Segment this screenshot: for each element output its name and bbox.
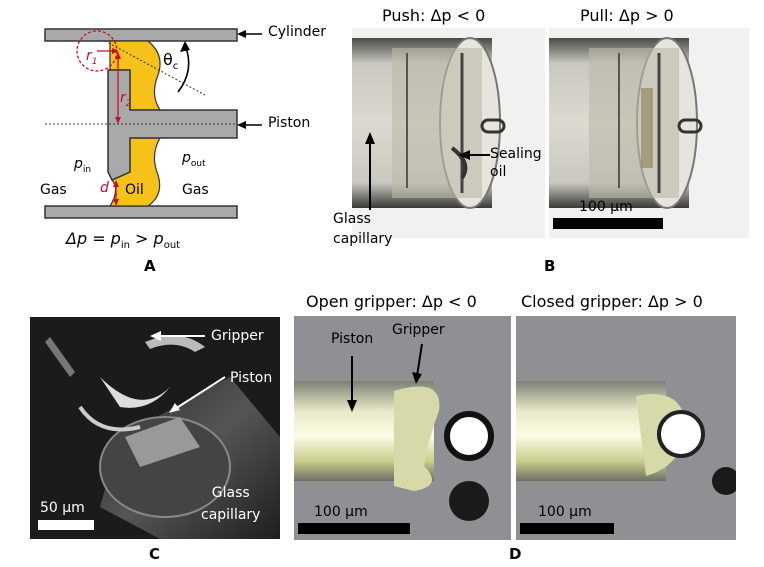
scale-bar-d-right-label: 100 μm <box>538 504 592 520</box>
panel-b-arrows <box>365 132 490 210</box>
scale-bar-d-left-label: 100 μm <box>314 504 368 520</box>
pressure-equation: Δp = pin > pout <box>66 229 181 252</box>
sealing-oil-label: Sealing oil <box>490 146 542 180</box>
glass-capillary-label-b: Glass capillary <box>333 211 393 247</box>
panel-letter-d: D <box>509 545 522 563</box>
panel-c-arrows <box>150 331 226 413</box>
open-gripper-title: Open gripper: Δp < 0 <box>306 292 477 311</box>
closed-gripper-micrograph <box>516 316 736 540</box>
push-micrograph <box>352 28 545 238</box>
piston-label: Piston <box>268 115 311 131</box>
cylinder-top-wall <box>44 28 238 42</box>
panel-letter-a: A <box>144 257 156 275</box>
theta-label: θc <box>163 50 179 73</box>
piston-body <box>107 69 238 181</box>
p-in-label: pin <box>74 156 92 175</box>
pull-title: Pull: Δp > 0 <box>580 6 674 25</box>
open-gripper-micrograph <box>294 316 511 540</box>
r2-label: r2 <box>120 90 132 109</box>
cylinder-bottom-wall <box>44 205 238 219</box>
gripper-label-c: Gripper <box>211 328 264 344</box>
scale-bar-d-right <box>520 523 614 534</box>
glass-capillary-label-c: Glass capillary <box>201 485 261 523</box>
push-title: Push: Δp < 0 <box>382 6 486 25</box>
scale-bar-c <box>38 520 94 530</box>
piston-label-d: Piston <box>331 331 374 347</box>
oil-lower <box>108 137 162 207</box>
piston-label-c: Piston <box>230 370 273 386</box>
piston-schematic <box>44 28 262 219</box>
gripper-label-d: Gripper <box>392 322 445 338</box>
oil-label: Oil <box>125 182 144 198</box>
scale-bar-b-label: 100 μm <box>579 199 633 215</box>
panel-letter-c: C <box>149 545 161 563</box>
cylinder-label: Cylinder <box>268 24 326 40</box>
scale-bar-d-left <box>298 523 410 534</box>
r1-label: r1 <box>86 48 98 67</box>
scale-bar-b <box>553 218 663 229</box>
gas-left-label: Gas <box>40 182 67 198</box>
gas-right-label: Gas <box>182 182 209 198</box>
scale-bar-c-label: 50 μm <box>40 500 85 516</box>
p-out-label: pout <box>182 150 206 169</box>
sem-image <box>30 317 280 539</box>
panel-d-arrows <box>347 343 423 412</box>
d-label: d <box>100 180 109 196</box>
closed-gripper-title: Closed gripper: Δp > 0 <box>521 292 703 311</box>
pull-micrograph: 100 μm <box>549 28 749 238</box>
panel-a: Cylinder Piston r1 r2 θc pin pout d Oil … <box>0 0 340 280</box>
panel-letter-b: B <box>544 257 556 275</box>
